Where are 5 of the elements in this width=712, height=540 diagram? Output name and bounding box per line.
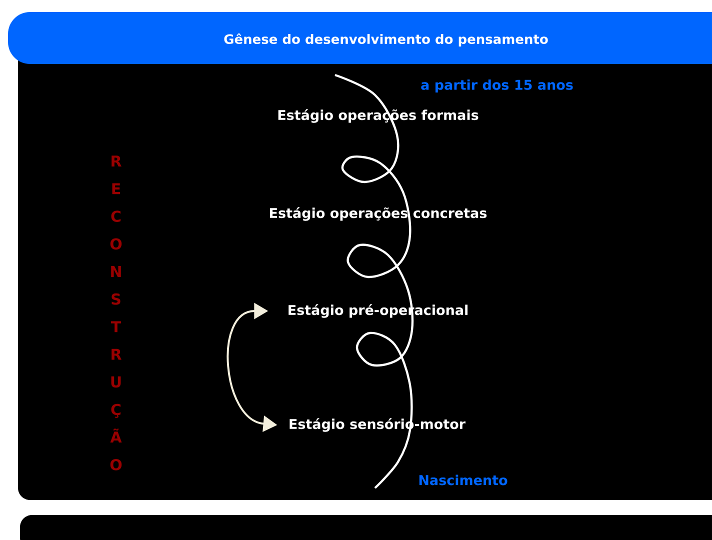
title-bar: Gênese do desenvolvimento do pensamento — [8, 12, 712, 64]
annotation-text: a partir dos 15 anos — [421, 79, 573, 93]
annotation-text: Nascimento — [419, 474, 508, 486]
stage-label: Estágio operações concretas — [270, 207, 487, 221]
vertical-text: RECONSTRUÇÃO — [110, 156, 122, 470]
